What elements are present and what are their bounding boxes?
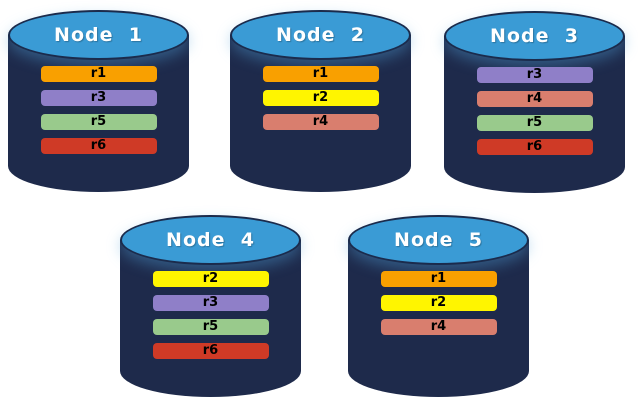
replica-list: r2 r3 r5 r6	[120, 271, 301, 359]
replica-bar: r2	[152, 271, 269, 287]
database-node: Node 3 r3 r4 r5 r6	[444, 11, 625, 193]
cylinder-top: Node 3	[444, 11, 625, 61]
replica-bar: r2	[380, 295, 497, 311]
replica-bar: r4	[380, 319, 497, 335]
cylinder-body	[120, 240, 301, 397]
cylinder-body	[348, 240, 529, 397]
replica-bar: r3	[40, 90, 157, 106]
cylinder-body	[444, 36, 625, 193]
replica-bar: r6	[40, 138, 157, 154]
database-node: Node 4 r2 r3 r5 r6	[120, 215, 301, 397]
replica-bar: r6	[476, 139, 593, 155]
cylinder-top: Node 1	[8, 10, 189, 60]
replica-list: r1 r2 r4	[348, 271, 529, 335]
replica-list: r3 r4 r5 r6	[444, 67, 625, 155]
replica-bar: r1	[262, 66, 379, 82]
replica-bar: r5	[152, 319, 269, 335]
cylinder-top: Node 5	[348, 215, 529, 265]
node-title: Node 5	[394, 229, 483, 251]
replica-list: r1 r3 r5 r6	[8, 66, 189, 154]
database-node: Node 2 r1 r2 r4	[230, 10, 411, 192]
replica-bar: r3	[476, 67, 593, 83]
replica-bar: r1	[380, 271, 497, 287]
replica-bar: r1	[40, 66, 157, 82]
cylinder-body	[8, 35, 189, 192]
cylinder-top: Node 2	[230, 10, 411, 60]
replica-bar: r4	[262, 114, 379, 130]
replica-bar: r2	[262, 90, 379, 106]
replica-bar: r5	[40, 114, 157, 130]
replica-list: r1 r2 r4	[230, 66, 411, 130]
database-node: Node 5 r1 r2 r4	[348, 215, 529, 397]
replica-bar: r4	[476, 91, 593, 107]
node-title: Node 3	[490, 25, 579, 47]
replica-bar: r6	[152, 343, 269, 359]
cylinder-top: Node 4	[120, 215, 301, 265]
replica-bar: r5	[476, 115, 593, 131]
node-title: Node 2	[276, 24, 365, 46]
node-title: Node 1	[54, 24, 143, 46]
replica-bar: r3	[152, 295, 269, 311]
cylinder-body	[230, 35, 411, 192]
database-node: Node 1 r1 r3 r5 r6	[8, 10, 189, 192]
node-title: Node 4	[166, 229, 255, 251]
